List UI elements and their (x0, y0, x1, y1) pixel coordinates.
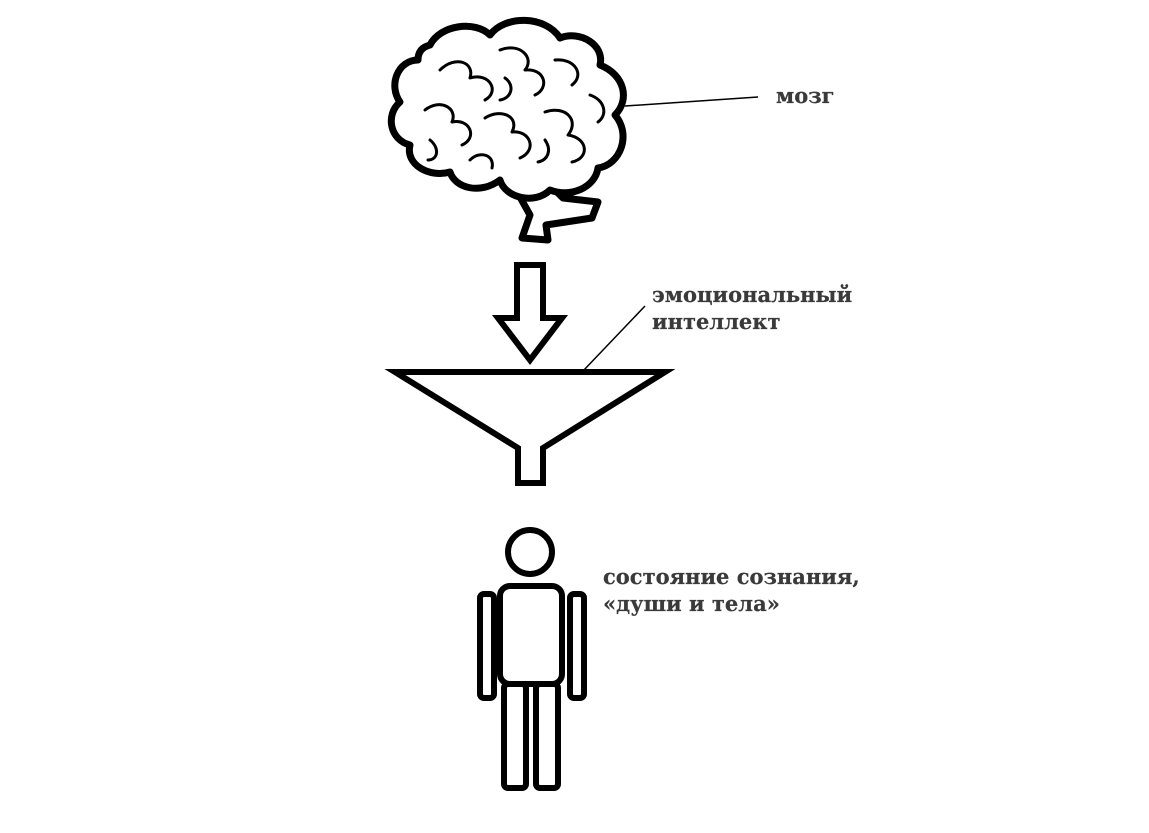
person-label: состояние сознания, «души и тела» (603, 563, 860, 617)
person-icon (477, 527, 587, 791)
person-label-line2: «души и тела» (603, 591, 780, 616)
brain-label-text: мозг (776, 83, 835, 108)
brain-icon (387, 16, 627, 244)
filter-label-line2: интеллект (652, 309, 781, 334)
person-label-line1: состояние сознания, (603, 564, 860, 589)
person-arm-left (477, 591, 497, 701)
person-leg-left (501, 681, 529, 791)
person-arm-right (567, 591, 587, 701)
brain-leader-line (624, 96, 759, 107)
filter-leader-line (582, 305, 646, 372)
person-torso (497, 583, 565, 687)
brain-label: мозг (776, 82, 835, 109)
person-leg-right (533, 681, 561, 791)
arrow-down-icon (491, 262, 569, 365)
filter-label-line1: эмоциональный (652, 282, 853, 307)
funnel-icon (384, 369, 676, 486)
filter-label: эмоциональный интеллект (652, 281, 852, 335)
person-head (505, 527, 555, 577)
